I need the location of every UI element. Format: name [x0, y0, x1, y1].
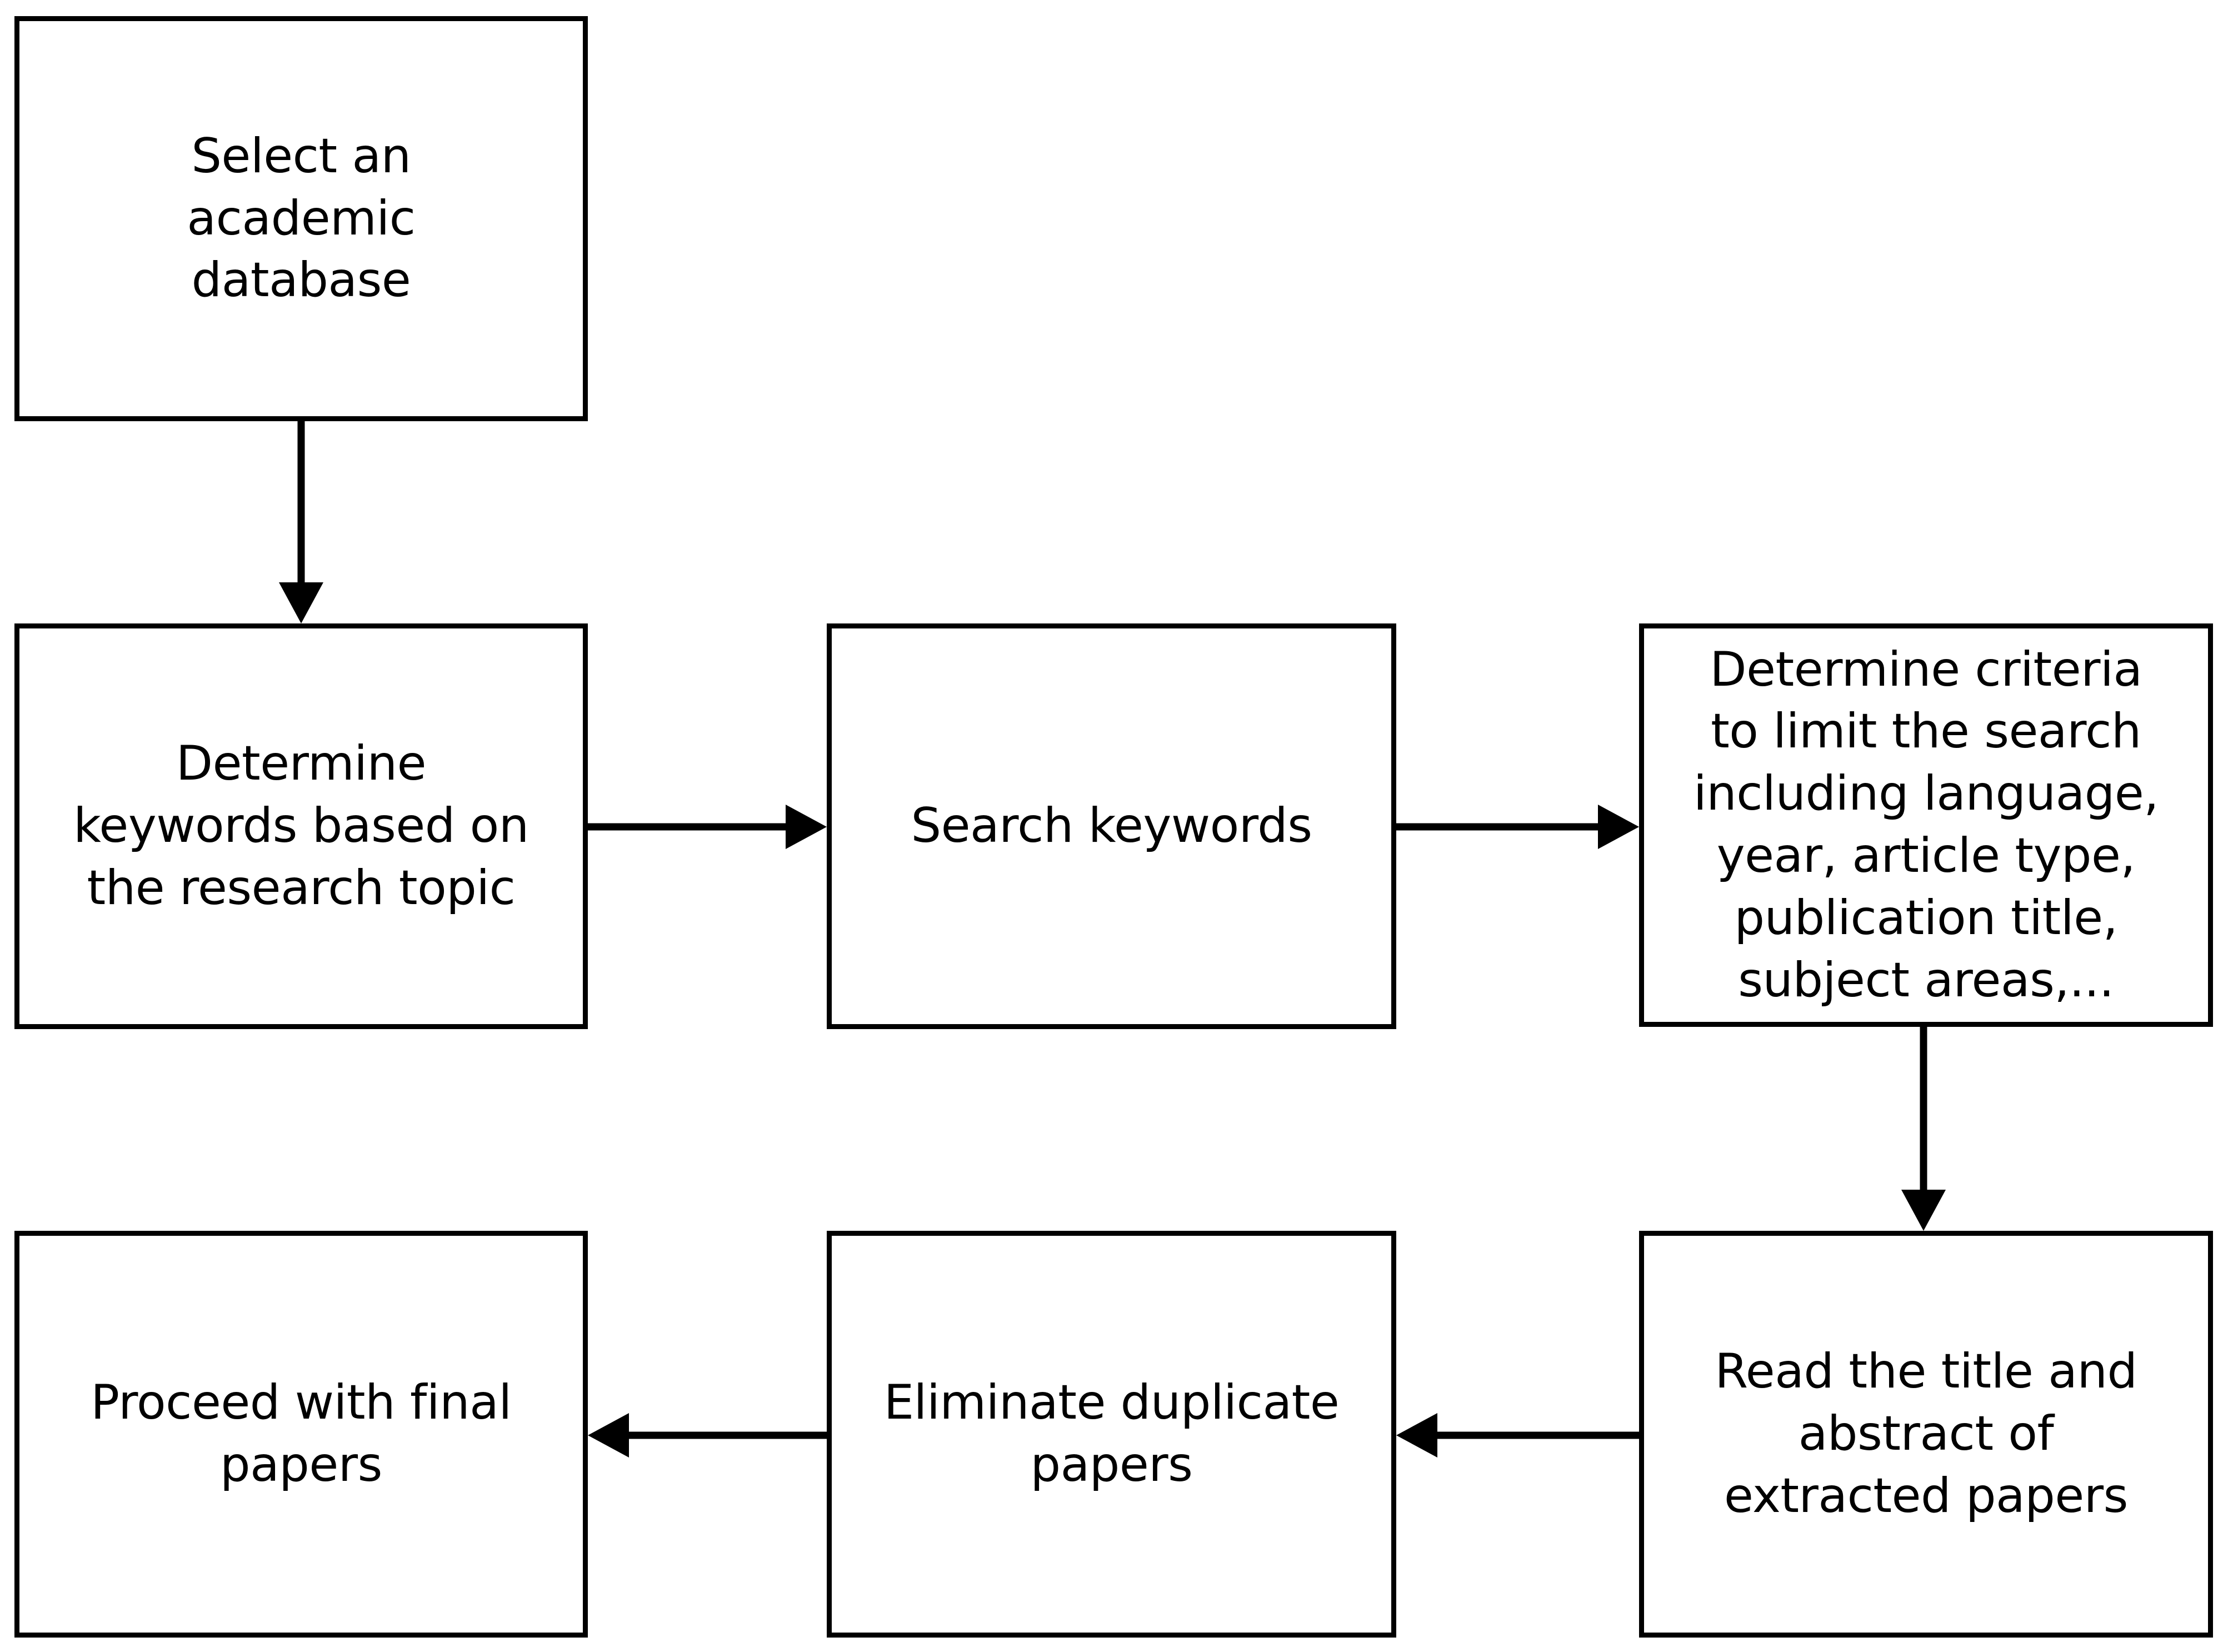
node-box-determine-criteria[interactable] — [1639, 623, 2213, 1027]
arrowhead-icon — [1901, 1190, 1946, 1231]
edge-read-title-abstract-to-eliminate-duplicates — [1396, 1413, 1639, 1458]
edge-determine-criteria-to-read-title-abstract — [1901, 1027, 1946, 1231]
arrowhead-icon — [786, 805, 827, 849]
edge-select-database-to-determine-keywords — [279, 421, 323, 623]
arrowhead-icon — [1396, 1413, 1437, 1458]
node-box-select-database[interactable] — [14, 16, 588, 421]
edge-determine-keywords-to-search-keywords — [588, 805, 827, 849]
node-box-read-title-abstract[interactable] — [1639, 1231, 2213, 1638]
node-box-search-keywords[interactable] — [827, 623, 1396, 1029]
arrowhead-icon — [279, 582, 323, 623]
node-box-determine-keywords[interactable] — [14, 623, 588, 1029]
edge-search-keywords-to-determine-criteria — [1396, 805, 1639, 849]
arrowhead-icon — [588, 1413, 629, 1458]
node-box-eliminate-duplicates[interactable] — [827, 1231, 1396, 1638]
edges-layer — [279, 421, 1946, 1458]
node-box-proceed-final-papers[interactable] — [14, 1231, 588, 1638]
nodes-layer — [14, 16, 2213, 1638]
arrowhead-icon — [1598, 805, 1639, 849]
edge-eliminate-duplicates-to-proceed-final-papers — [588, 1413, 827, 1458]
